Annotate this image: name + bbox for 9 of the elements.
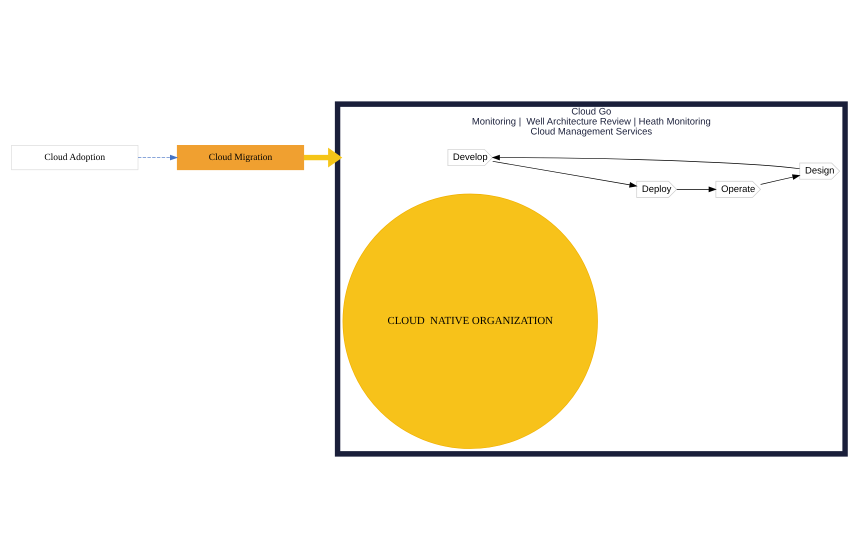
arrow xyxy=(760,174,801,184)
arrow xyxy=(492,154,800,169)
arrow xyxy=(138,154,178,160)
arrow xyxy=(304,147,342,167)
node-box: Cloud Migration xyxy=(176,144,304,170)
arrow xyxy=(492,160,638,188)
node-circle: CLOUD NATIVE ORGANIZATION xyxy=(342,193,598,448)
node-box: Cloud Adoption xyxy=(11,144,138,170)
arrow xyxy=(676,186,717,192)
